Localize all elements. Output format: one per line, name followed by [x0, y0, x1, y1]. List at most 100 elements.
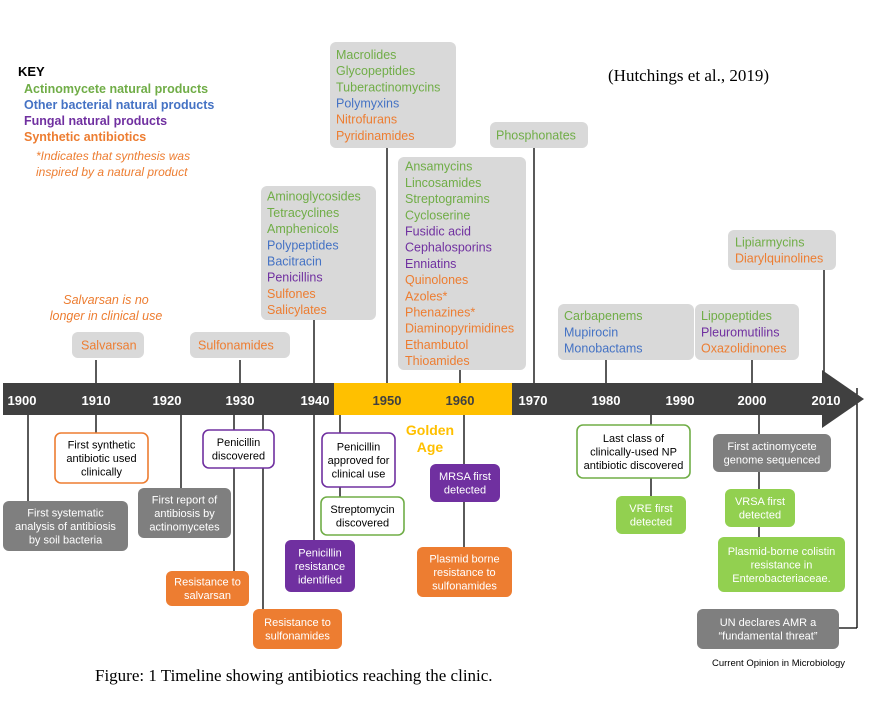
- event-text-line: genome sequenced: [724, 455, 821, 467]
- antibiotic-class-label: Cephalosporins: [405, 241, 492, 255]
- event-box: [430, 464, 500, 502]
- antibiotic-class-label: Thioamides: [405, 354, 470, 368]
- antibiotic-class-label: Polymyxins: [336, 97, 399, 111]
- antibiotic-class-label: Polypeptides: [267, 238, 339, 252]
- event-text-line: sulfonamides: [265, 631, 330, 643]
- event-box: [616, 496, 686, 534]
- antibiotic-class-label: Diaminopyrimidines: [405, 322, 514, 336]
- discovery-group-1960s: AnsamycinsLincosamidesStreptograminsCycl…: [398, 157, 526, 370]
- year-label-1950: 1950: [373, 393, 402, 408]
- golden-age-label-line-1: Golden: [406, 422, 454, 438]
- year-label-2000: 2000: [738, 393, 767, 408]
- discovery-group-1950s: MacrolidesGlycopeptidesTuberactinomycins…: [330, 42, 456, 148]
- key-item-synthetic: Synthetic antibiotics: [24, 130, 146, 144]
- antibiotic-class-label: Lipopeptides: [701, 309, 772, 323]
- discovery-group-box: [398, 157, 526, 370]
- antibiotic-class-label: Enniatins: [405, 257, 456, 271]
- antibiotic-class-label: Aminoglycosides: [267, 190, 361, 204]
- event-box: [321, 432, 396, 488]
- event-text-line: detected: [739, 510, 781, 522]
- antibiotic-class-label: Penicillins: [267, 271, 323, 285]
- event-text-line: antibiotic discovered: [584, 460, 684, 472]
- event-box: [713, 434, 831, 472]
- event-text-line: antibiosis by: [154, 508, 215, 520]
- event-box: [166, 571, 249, 606]
- antibiotic-class-label: Nitrofurans: [336, 113, 397, 127]
- event-text-line: Enterobacteriaceae.: [732, 573, 830, 585]
- antibiotic-class-label: Sulfonamides: [198, 338, 274, 352]
- event-text-line: Penicillin: [337, 441, 380, 453]
- event-text-line: First actinomycete: [727, 441, 816, 453]
- discovery-group-box: [72, 332, 144, 358]
- event-box: [285, 540, 355, 592]
- antibiotic-class-label: Tetracyclines: [267, 206, 339, 220]
- antibiotic-class-label: Cycloserine: [405, 208, 470, 222]
- source-label: Current Opinion in Microbiology: [712, 658, 845, 669]
- golden-age-label-line-2: Age: [417, 439, 444, 455]
- event-box: [3, 501, 128, 551]
- event-res-sulfonamides: Resistance to sulfonamides: [253, 609, 342, 649]
- event-text-line: resistance to: [433, 567, 495, 579]
- antibiotic-class-label: Salvarsan: [81, 338, 137, 352]
- event-box: [725, 489, 795, 527]
- antibiotic-class-label: Quinolones: [405, 273, 468, 287]
- event-text-line: identified: [298, 574, 342, 586]
- event-box: [253, 609, 342, 649]
- event-text-line: VRSA first: [735, 496, 785, 508]
- event-genome: First actinomycete genome sequenced: [713, 434, 831, 472]
- antibiotic-class-label: Glycopeptides: [336, 64, 415, 78]
- connector-lines: [27, 148, 858, 629]
- antibiotic-class-label: Lipiarmycins: [735, 235, 804, 249]
- event-text-line: Penicillin: [298, 547, 341, 559]
- event-text-line: Resistance to: [174, 577, 241, 589]
- year-label-1920: 1920: [153, 393, 182, 408]
- antibiotic-class-label: Macrolides: [336, 48, 396, 62]
- discovery-group-box: [261, 186, 376, 320]
- antibiotic-class-label: Amphenicols: [267, 222, 339, 236]
- year-label-1940: 1940: [301, 393, 330, 408]
- event-box: [54, 432, 149, 484]
- event-text-line: First report of: [152, 494, 218, 506]
- event-text-line: antibiotic used: [66, 453, 136, 465]
- antibiotic-class-label: Pyridinamides: [336, 129, 415, 143]
- event-text-line: actinomycetes: [149, 521, 220, 533]
- event-text-line: VRE first: [629, 503, 672, 515]
- discovery-group-sulfonamides: Sulfonamides: [190, 332, 290, 358]
- key-legend: KEY Actinomycete natural products Other …: [18, 64, 214, 179]
- year-label-1900: 1900: [8, 393, 37, 408]
- key-note-line-1: *Indicates that synthesis was: [36, 149, 190, 163]
- event-text-line: MRSA first: [439, 471, 491, 483]
- antibiotic-class-label: Salicylates: [267, 303, 327, 317]
- discovery-group-1940s: AminoglycosidesTetracyclinesAmphenicolsP…: [261, 186, 376, 320]
- discovery-group-salvarsan: Salvarsan: [72, 332, 144, 358]
- year-label-1970: 1970: [519, 393, 548, 408]
- event-text-line: detected: [444, 485, 486, 497]
- event-box: [202, 429, 275, 469]
- key-note-line-2: inspired by a natural product: [36, 165, 188, 179]
- event-text-line: Last class of: [603, 433, 665, 445]
- antibiotic-class-label: Sulfones: [267, 287, 316, 301]
- antibiotic-class-label: Mupirocin: [564, 325, 618, 339]
- event-box: [320, 496, 405, 536]
- event-text-line: discovered: [336, 518, 389, 530]
- event-text-line: approved for: [328, 455, 390, 467]
- antibiotic-class-label: Phosphonates: [496, 128, 576, 142]
- salvarsan-note-line-1: Salvarsan is no: [63, 293, 149, 307]
- key-title: KEY: [18, 64, 45, 79]
- event-text-line: First systematic: [27, 507, 104, 519]
- event-text-line: Streptomycin: [330, 504, 394, 516]
- antibiotic-class-label: Streptogramins: [405, 192, 490, 206]
- antibiotic-class-label: Lincosamides: [405, 176, 481, 190]
- discovery-group-box: [490, 122, 588, 148]
- event-text-line: Resistance to: [264, 617, 331, 629]
- timeline-arrowhead: [822, 370, 864, 428]
- discovery-group-box: [190, 332, 290, 358]
